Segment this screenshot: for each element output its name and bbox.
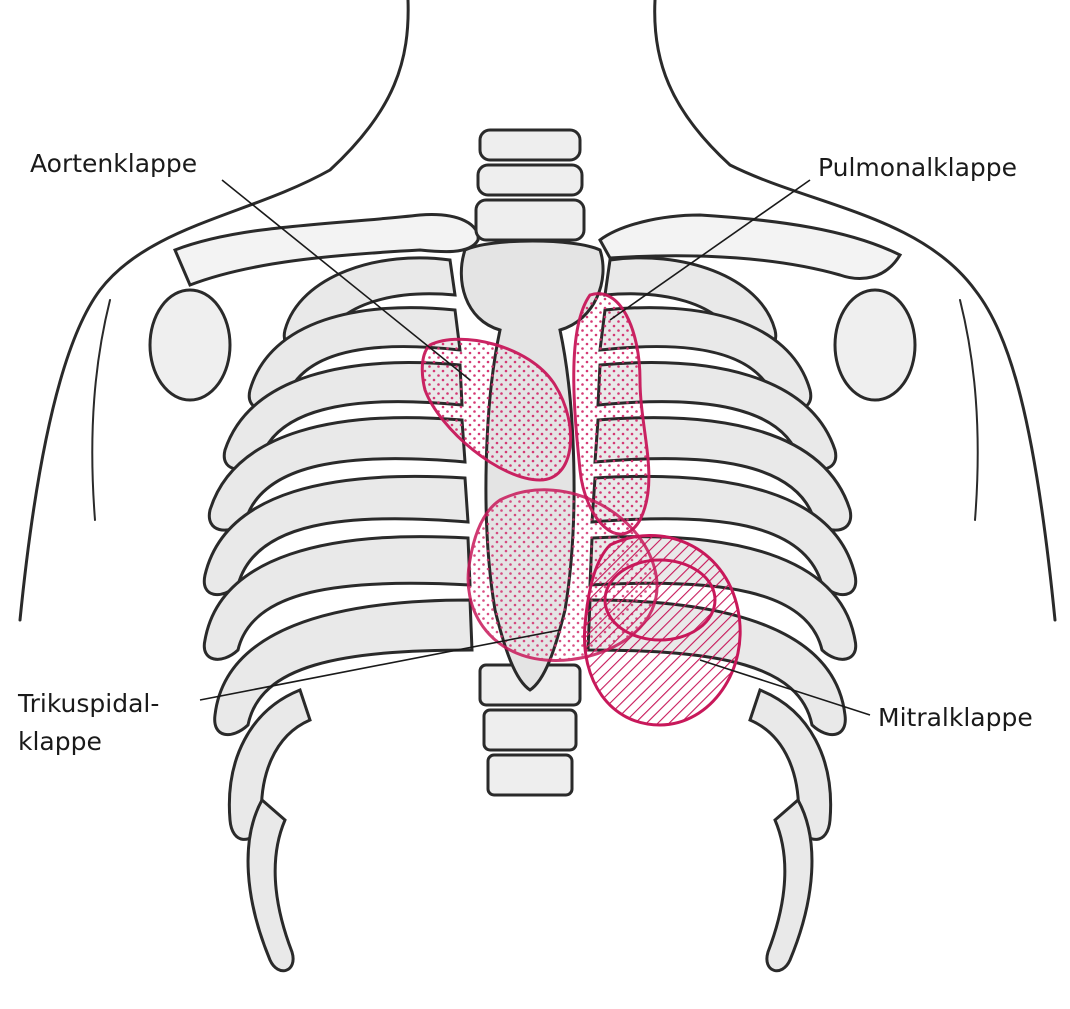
label-tricuspid-valve-line1: Trikuspidal- — [18, 688, 159, 720]
shoulder-left — [150, 290, 230, 400]
arm-left — [92, 300, 110, 520]
label-aortic-valve: Aortenklappe — [30, 148, 197, 180]
arm-right — [960, 300, 978, 520]
label-mitral-valve: Mitralklappe — [878, 702, 1033, 734]
shoulder-right — [835, 290, 915, 400]
label-tricuspid-valve-line2: klappe — [18, 726, 102, 758]
mitral-area — [584, 535, 740, 725]
label-pulmonary-valve: Pulmonalklappe — [818, 152, 1017, 184]
